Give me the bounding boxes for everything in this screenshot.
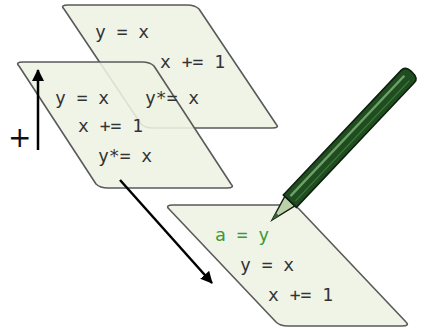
code-line: y*= x: [145, 88, 199, 108]
code-line: y = x: [95, 22, 149, 42]
code-line: y = x: [240, 255, 294, 275]
sheet-shape: [18, 62, 233, 188]
code-line: x += 1: [160, 52, 225, 72]
pen: [265, 66, 418, 226]
code-line: a = y: [215, 225, 269, 245]
code-line: x += 1: [78, 116, 143, 136]
code-line: y*= x: [98, 146, 152, 166]
code-line: y = x: [55, 88, 109, 108]
code-sheet: y = xx += 1y*= x: [15, 62, 235, 188]
sheet-shape: [168, 205, 408, 326]
flow-arrow: [120, 180, 212, 283]
flow-arrow: [37, 70, 40, 150]
pen-nib: [270, 213, 279, 222]
code-sheet: a = y y = x x += 1: [165, 205, 410, 326]
edge-label: +: [8, 124, 31, 152]
pen-highlight: [290, 76, 404, 196]
code-line: x += 1: [268, 285, 333, 305]
pen-body: [283, 66, 418, 207]
pen-stripe: [296, 81, 410, 201]
